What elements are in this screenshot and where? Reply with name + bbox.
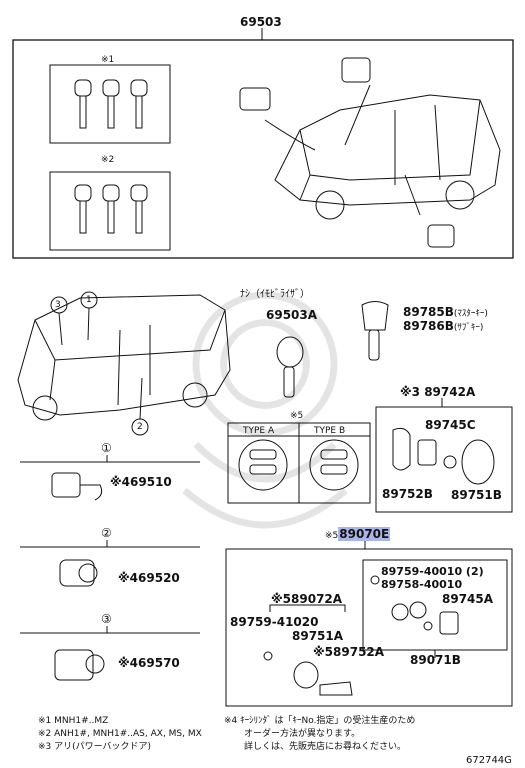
section-label-3: ③ bbox=[101, 612, 112, 626]
note-mark-5: ※5 bbox=[290, 411, 304, 421]
section-label-2: ② bbox=[101, 526, 112, 540]
part-number-89070e: ※589070E bbox=[325, 527, 391, 541]
part-number-89745a: 89745A bbox=[442, 592, 494, 606]
watermark-emblem bbox=[182, 291, 348, 529]
type-a-label: TYPE A bbox=[243, 426, 275, 436]
part-number-89752a: ※589752A bbox=[313, 645, 385, 659]
part-number-89072a: ※589072A bbox=[271, 592, 343, 606]
part-number-89071b: 89071B bbox=[410, 653, 461, 667]
part-number-89751b-remote: 89751B bbox=[451, 488, 502, 502]
part-number-469520: ※469520 bbox=[118, 571, 180, 585]
part-number-69503a: 69503A bbox=[266, 308, 318, 322]
footnote-2: ※2 ANH1#, MNH1#..AS, AX, MS, MX bbox=[38, 729, 202, 739]
diagram-code: 672744G bbox=[466, 755, 512, 766]
footnote-4-line1: ※4 ｷｰｼﾘﾝﾀﾞ は「ｷｰNo.指定」の受注生産のため bbox=[224, 716, 416, 726]
part-number-89759-40010: 89759-40010 (2) bbox=[381, 565, 484, 578]
part-number-469510: ※469510 bbox=[110, 475, 172, 489]
part-number-89745c: 89745C bbox=[425, 418, 476, 432]
section-label-1: ① bbox=[101, 441, 112, 455]
footnote-4-line3: 詳しくは、先販売店にお尋ねください。 bbox=[244, 742, 407, 752]
part-number-89758-40010: 89758-40010 bbox=[381, 578, 463, 591]
footnote-4-line2: オーダー方法が異なります。 bbox=[244, 729, 361, 739]
part-number-89742a: ※3 89742A bbox=[400, 385, 476, 399]
footnote-3: ※3 アリ(パワーバックドア) bbox=[38, 742, 152, 752]
part-number-469570: ※469570 bbox=[118, 656, 180, 670]
callout-3: 3 bbox=[55, 300, 61, 310]
note-mark-1: ※1 bbox=[101, 55, 115, 65]
note-mark-2: ※2 bbox=[101, 155, 115, 165]
immobilizer-note: ﾅｼ（ｲﾓﾋﾞﾗｲｻﾞ） bbox=[240, 289, 310, 300]
part-number-89785b: 89785B(ﾏｽﾀｰｷｰ) bbox=[403, 305, 488, 319]
callout-1: 1 bbox=[86, 295, 92, 305]
type-b-label: TYPE B bbox=[314, 426, 346, 436]
part-number-89751a: 89751A bbox=[292, 629, 344, 643]
part-number-89752b: 89752B bbox=[382, 487, 433, 501]
part-number-89786b: 89786B(ｻﾌﾞｷｰ) bbox=[403, 319, 484, 333]
part-number-69503: 69503 bbox=[240, 15, 282, 29]
callout-2: 2 bbox=[137, 422, 143, 432]
footnote-1: ※1 MNH1#..MZ bbox=[38, 716, 109, 726]
part-number-89759-41020: 89759-41020 bbox=[230, 615, 319, 629]
